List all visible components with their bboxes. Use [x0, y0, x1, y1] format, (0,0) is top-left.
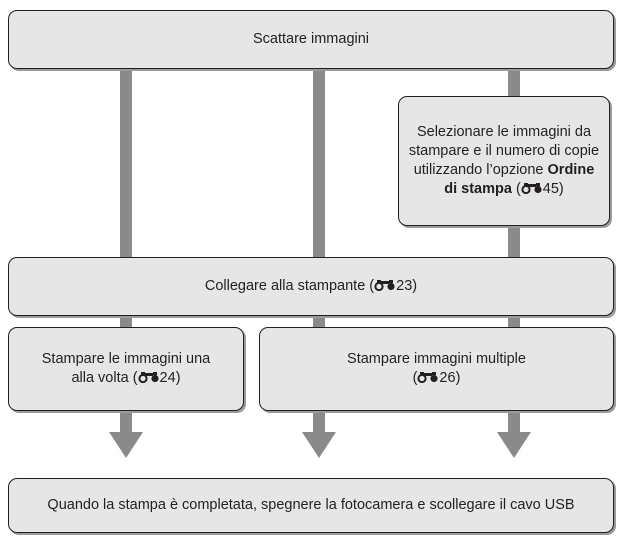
binoculars-reference-icon — [521, 183, 542, 194]
step-finish-text: Quando la stampa è completata, spegnere … — [47, 497, 575, 513]
step-multiple-text: Stampare immagini multiple(26) — [347, 351, 526, 386]
arrow-head-middle — [302, 432, 336, 458]
connector-left-bottom — [120, 410, 132, 434]
connector-middle-top — [313, 68, 325, 258]
step-shoot-text: Scattare immagini — [252, 31, 370, 47]
binoculars-reference-icon — [137, 372, 159, 383]
connector-left-top — [120, 68, 132, 258]
connector-left-mid — [120, 314, 132, 328]
step-finish-disconnect: Quando la stampa è completata, spegnere … — [8, 478, 614, 533]
step-select-print-order: Selezionare le immagini da stampare e il… — [398, 96, 610, 226]
binoculars-reference-icon — [417, 372, 439, 383]
step-shoot-images: Scattare immagini — [8, 10, 614, 69]
connector-right-top — [508, 68, 520, 98]
print-order-option: Ordine di stampa — [444, 162, 595, 197]
step-print-multiple: Stampare immagini multiple(26) — [259, 327, 614, 411]
connector-right-lower — [508, 314, 520, 328]
arrow-head-right — [497, 432, 531, 458]
step-connect-text: Collegare alla stampante (23) — [204, 278, 418, 294]
step-connect-printer: Collegare alla stampante (23) — [8, 257, 614, 316]
binoculars-reference-icon — [374, 280, 395, 291]
arrow-head-left — [109, 432, 143, 458]
connector-right-bottom — [508, 410, 520, 434]
connector-right-mid — [508, 224, 520, 258]
step-select-text: Selezionare le immagini da stampare e il… — [408, 124, 600, 197]
